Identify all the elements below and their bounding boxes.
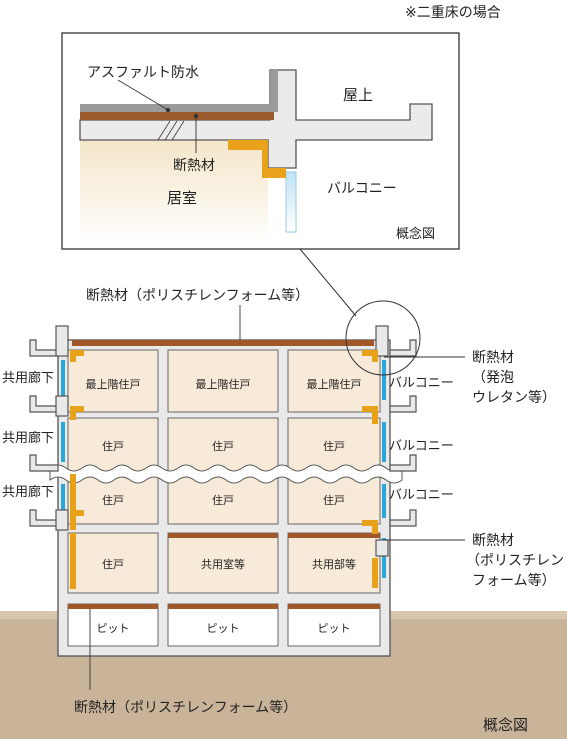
- callout-line: [299, 248, 357, 317]
- detail-roof-insulation: [80, 112, 274, 120]
- detail-glass: [285, 171, 297, 233]
- detail-insulation-label: 断熱材: [173, 158, 215, 174]
- top-roof-insulation: [72, 340, 374, 346]
- detail-balcony-label: バルコニー: [327, 181, 397, 197]
- detail-room-area: [80, 140, 268, 246]
- right-balcony-slabs: [389, 339, 417, 527]
- asphalt-label: アスファルト防水: [87, 65, 199, 81]
- room-label-r3c2: 住戸: [212, 493, 234, 507]
- section-concept-label: 概念図: [483, 716, 528, 734]
- right-orange-insulation: [362, 350, 378, 588]
- room-label-r2c3: 住戸: [323, 439, 345, 453]
- left-orange-insulation: [70, 350, 84, 589]
- room-cells: [67, 349, 381, 647]
- room-label: 居室: [167, 189, 197, 207]
- svg-text:ウレタン等）: ウレタン等）: [472, 389, 556, 406]
- detail-asphalt-layer: [80, 104, 272, 112]
- section-break: [49, 464, 403, 484]
- callout-circle: [345, 300, 421, 376]
- pit-label-2: ピット: [207, 622, 240, 635]
- bottom-insulation-label: 断熱材（ポリスチレンフォーム等）: [74, 699, 297, 716]
- svg-text:（ポリスチレン: （ポリスチレン: [466, 553, 564, 569]
- left-corridor-slabs: [29, 339, 59, 527]
- svg-text:フォーム等）: フォーム等）: [472, 572, 556, 589]
- note-text: ※二重床の場合: [405, 5, 501, 21]
- room-label-r2c1: 住戸: [102, 439, 124, 453]
- room-label-r1c2: 最上階住戸: [196, 377, 251, 391]
- room-label-r4c1: 住戸: [102, 557, 124, 571]
- corridor-label-1: 共用廊下: [2, 370, 54, 386]
- svg-text:（発泡: （発泡: [472, 370, 514, 386]
- corridor-label-3: 共用廊下: [2, 484, 54, 500]
- room-label-r2c2: 住戸: [212, 439, 234, 453]
- pit-label-1: ピット: [97, 622, 130, 635]
- svg-text:断熱材: 断熱材: [472, 350, 514, 366]
- detail-concept-label: 概念図: [396, 226, 435, 242]
- building-section: 最上階住戸 最上階住戸 最上階住戸 住戸 住戸 住戸 住戸 住戸 住戸 住戸 共…: [0, 287, 567, 739]
- corridor-label-2: 共用廊下: [2, 430, 54, 446]
- detail-box: アスファルト防水 屋上 断熱材 居室 バルコニー 概念図: [61, 32, 460, 250]
- room-label-r3c1: 住戸: [102, 493, 124, 507]
- right-insulation-label-2: 断熱材 （ポリスチレン フォーム等）: [466, 533, 564, 589]
- balcony-label-2: バルコニー: [389, 439, 454, 454]
- balcony-label-1: バルコニー: [389, 376, 454, 391]
- left-glass-lines: [61, 360, 65, 518]
- svg-text:断熱材: 断熱材: [472, 533, 514, 549]
- room-label-r1c3: 最上階住戸: [307, 377, 362, 391]
- room-label-r3c3: 住戸: [323, 493, 345, 507]
- balcony-label-3: バルコニー: [389, 488, 454, 503]
- right-glass-lines: [382, 360, 386, 578]
- room-label-r4c2: 共用室等: [201, 557, 245, 571]
- detail-orange-insulation: [228, 140, 286, 178]
- roof-label: 屋上: [343, 86, 373, 104]
- room-labels: 最上階住戸 最上階住戸 最上階住戸 住戸 住戸 住戸 住戸 住戸 住戸 住戸 共…: [86, 377, 362, 635]
- room-label-r4c3: 共用部等: [312, 557, 356, 571]
- pit-label-3: ピット: [318, 622, 351, 635]
- pit-insulation: [68, 604, 158, 609]
- right-insulation-label-1: 断熱材 （発泡 ウレタン等）: [472, 350, 556, 406]
- room-label-r1c1: 最上階住戸: [86, 377, 141, 391]
- top-insulation-label: 断熱材（ポリスチレンフォーム等）: [86, 287, 309, 304]
